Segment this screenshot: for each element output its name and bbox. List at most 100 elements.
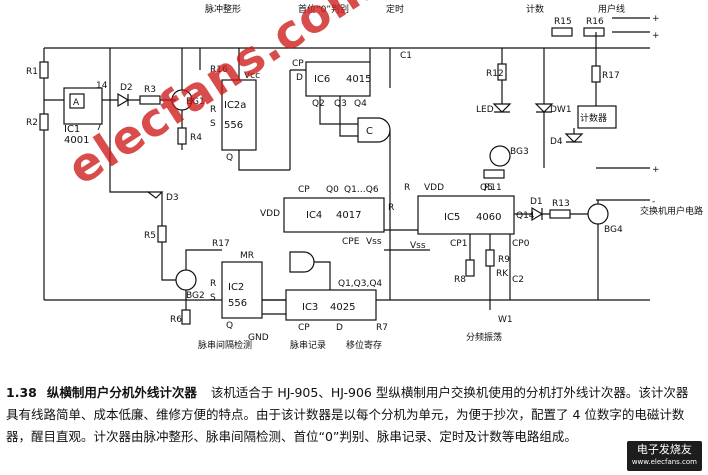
counter-block <box>577 105 617 129</box>
r17-label: R17 <box>602 71 620 81</box>
svg-text:+: + <box>652 14 660 24</box>
svg-text:-: - <box>652 197 655 207</box>
ic3-block <box>285 289 377 321</box>
label-timing: 定时 <box>386 3 404 15</box>
ic1-pin14: 14 <box>96 81 108 91</box>
svg-text:+: + <box>652 31 660 41</box>
ic5-vdd: VDD <box>424 183 444 193</box>
ic3-q1q3q4: Q1,Q3,Q4 <box>338 279 382 289</box>
ic2-label: IC2 <box>228 282 244 293</box>
ic1-gate <box>69 93 85 109</box>
ic2-model: 556 <box>228 298 247 309</box>
r4-label: R4 <box>190 133 202 143</box>
user-line-rails <box>596 17 650 201</box>
logo-sub: www.elecfans.com <box>631 458 697 466</box>
c4-label: C2 <box>512 275 524 285</box>
ic2-q: Q <box>226 321 233 331</box>
ic5-label: IC5 <box>444 212 460 223</box>
label-counting: 计数 <box>526 3 544 15</box>
ic4-model: 4017 <box>336 210 361 221</box>
r9-label: R9 <box>498 255 510 265</box>
ic2a-s: S <box>210 119 216 129</box>
ic6-block <box>305 61 371 97</box>
ic6-cp: CP <box>292 59 304 69</box>
label-shift-register: 移位寄存 <box>346 339 382 351</box>
label-first-zero: 首位“0”判别 <box>298 3 349 15</box>
r6-label: R6 <box>170 315 182 325</box>
bg2-transistor <box>175 269 197 291</box>
ic3-model: 4025 <box>330 302 355 313</box>
ic4-cpe: CPE <box>342 237 360 247</box>
nand-gate <box>289 251 315 273</box>
ic4-cp: CP <box>298 185 310 195</box>
ic5-q5: Q5 <box>480 183 493 193</box>
d4-symbol <box>564 133 584 143</box>
ic3-d: D <box>336 323 343 333</box>
ic2a-model: 556 <box>224 120 243 131</box>
ic4-block <box>283 197 385 233</box>
ic6-d: D <box>296 73 303 83</box>
d1-symbol <box>117 92 130 108</box>
ic2-gnd: GND <box>248 333 269 343</box>
gate-c <box>357 117 391 143</box>
led-label: LED <box>476 105 494 115</box>
label-pulse-shaping: 脉冲整形 <box>205 3 241 15</box>
d2-symbol <box>146 191 164 199</box>
svg-text:+: + <box>652 165 660 175</box>
r12-label: R12 <box>486 69 504 79</box>
c1-label: R16 <box>210 65 228 75</box>
ic3-label: IC3 <box>302 302 318 313</box>
ic2-mr: MR <box>240 251 254 261</box>
ic4-vss: Vss <box>366 237 382 247</box>
ic6-model: 4015 <box>346 74 371 85</box>
ic4-label: IC4 <box>306 210 322 221</box>
bg3-label: BG3 <box>510 147 529 157</box>
r1-label: R1 <box>26 67 38 77</box>
r8-label: R8 <box>454 275 466 285</box>
site-logo: 电子发烧友 www.elecfans.com <box>626 441 702 471</box>
ic2a-label: IC2a <box>224 100 246 111</box>
ic2a-r: R <box>210 105 216 115</box>
ic6-label: IC6 <box>314 74 330 85</box>
w1-label: W1 <box>498 315 513 325</box>
bg4-label: BG4 <box>604 225 623 235</box>
ic5-block <box>417 195 515 235</box>
ic1-model: 4001 <box>64 135 89 146</box>
ic1-label: IC1 <box>64 124 80 135</box>
bg3-transistor <box>489 145 511 167</box>
ic2-block <box>221 261 263 319</box>
ic1-pin7: 7 <box>96 123 102 133</box>
dw1-label: DW1 <box>550 105 572 115</box>
r5-label: R5 <box>144 231 156 241</box>
ic4-q1-q6: Q1…Q6 <box>344 185 379 195</box>
ic6-q4: Q4 <box>354 99 367 109</box>
d1-label: D2 <box>120 83 133 93</box>
led-symbol <box>492 103 512 113</box>
ic1-gate-label: A <box>73 98 80 108</box>
caption-body: 该机适合于 HJ-905、HJ-906 型纵横制用户交换机使用的分机打外线计次器… <box>6 385 689 444</box>
ic2a-block <box>221 79 257 151</box>
label-pulse-record: 脉串记录 <box>290 339 326 351</box>
ic4-vdd: VDD <box>260 209 280 219</box>
r15-label: R15 <box>554 17 572 27</box>
bg1-label: BG1 <box>186 97 205 107</box>
r7-label: R7 <box>376 323 388 333</box>
ic2-r: R <box>210 279 216 289</box>
gate-c-label: C <box>366 126 373 137</box>
r3-label: R3 <box>144 85 156 95</box>
bg2-label: BG2 <box>186 291 205 301</box>
ic5-r: R <box>404 183 410 193</box>
ic2-s: S <box>210 293 216 303</box>
label-pulse-interval: 脉串间隔检测 <box>198 339 252 351</box>
ic5-cp1: CP1 <box>450 239 467 249</box>
c2-label: R17 <box>212 239 230 249</box>
ic5-cp0: CP0 <box>512 239 530 249</box>
ic5-model: 4060 <box>476 212 501 223</box>
r11-label: R11 <box>484 183 502 193</box>
label-user-line: 用户线 <box>598 3 625 15</box>
ic2a-vcc: Vcc <box>244 71 260 81</box>
ic3-cp: CP <box>298 323 310 333</box>
caption-number: 1.38 <box>6 385 37 400</box>
ic4-q0: Q0 <box>326 185 339 195</box>
